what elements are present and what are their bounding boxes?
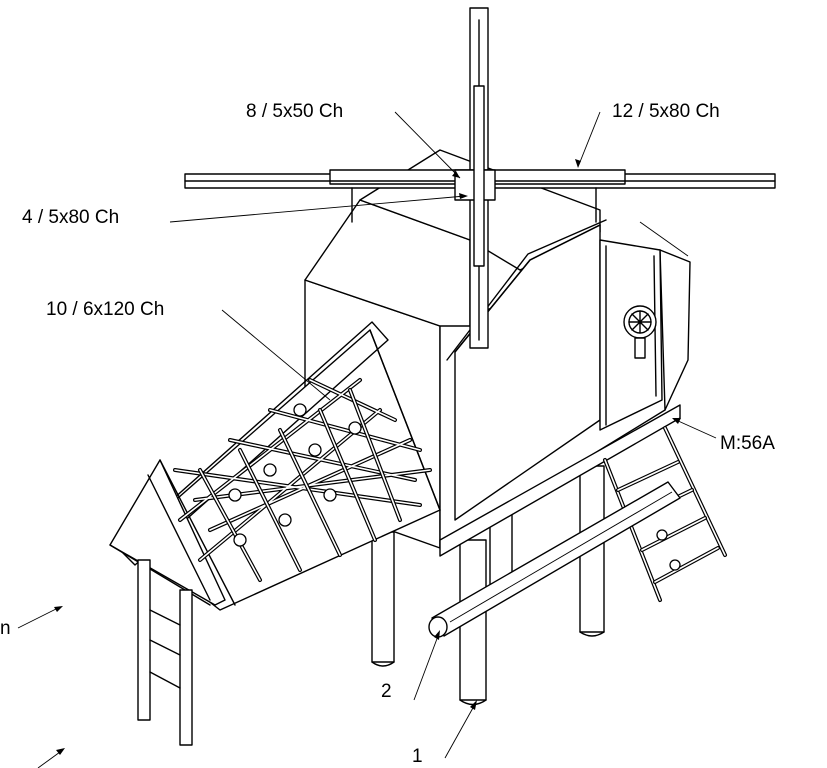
a-frame-slope — [117, 321, 441, 611]
climbing-net — [173, 378, 432, 582]
a-frame-front-triangle — [109, 459, 236, 606]
label-edge-fragment: n — [0, 618, 11, 639]
label-part-8: 8 / 5x50 Ch — [246, 101, 343, 122]
leader-lines — [17, 111, 717, 768]
label-part-1: 1 — [412, 746, 423, 767]
left-ladder — [137, 559, 193, 746]
label-part-12: 12 / 5x80 Ch — [612, 101, 720, 122]
label-part-10: 10 / 6x120 Ch — [46, 299, 164, 320]
round-window-icon — [623, 305, 657, 359]
label-part-2: 2 — [381, 681, 392, 702]
label-part-m56a: M:56A — [720, 433, 775, 454]
label-part-4: 4 / 5x80 Ch — [22, 207, 119, 228]
